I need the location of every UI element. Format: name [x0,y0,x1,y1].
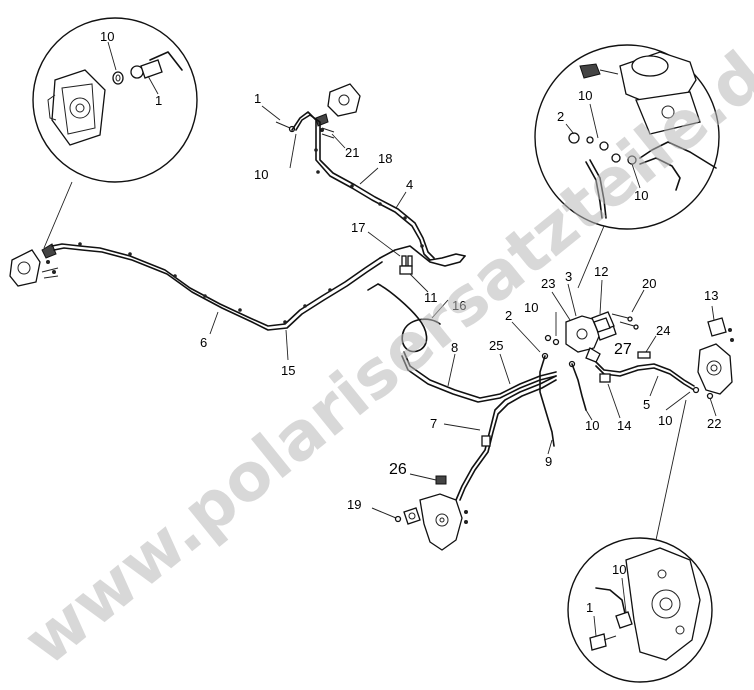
bracket-12 [591,311,615,333]
line-6-clips [78,242,332,324]
callout-2-inset: 2 [557,109,564,124]
brake-line-5 [595,361,695,387]
callout-15: 15 [281,363,295,378]
bolt-20 [611,313,639,330]
callout-1-inset-br: 1 [586,600,593,615]
callout-23: 23 [541,276,555,291]
brake-line-4 [291,111,431,261]
inset-master-cylinder-detail [534,44,720,230]
callout-10-master-cylinder: 10 [524,300,538,315]
callout-10-topleft: 10 [100,29,114,44]
callout-22: 22 [707,416,721,431]
clip-26 [435,475,447,485]
callout-2-mid: 2 [505,308,512,323]
brake-line-6 [51,243,381,327]
brake-line-7 [455,375,557,501]
callout-17: 17 [351,220,365,235]
callout-21: 21 [345,145,359,160]
callout-10-right: 10 [658,413,672,428]
clip-17 [401,255,413,267]
callout-10-inset-a: 10 [578,88,592,103]
callout-12: 12 [594,264,608,279]
brake-line-8 [403,351,557,399]
callout-13: 13 [704,288,718,303]
callout-6: 6 [200,335,207,350]
front-right-caliper [692,317,734,400]
line-4-clips [314,148,424,248]
callout-4: 4 [406,177,413,192]
callout-14: 14 [617,418,631,433]
rear-upper-caliper [315,83,361,132]
bolt-19 [371,507,402,523]
brake-line-9 [539,355,555,447]
inset-front-left-caliper [32,17,198,183]
bolt-21 [321,127,335,139]
callout-26: 26 [389,461,407,478]
clip-11 [399,265,413,275]
brake-hose-16 [367,283,441,353]
callout-24: 24 [656,323,670,338]
bolt-1-upper [275,121,296,133]
callout-8: 8 [451,340,458,355]
callout-19: 19 [347,497,361,512]
callout-7: 7 [430,416,437,431]
callout-11: 11 [424,290,438,305]
callout-1-topleft: 1 [155,93,162,108]
callout-18: 18 [378,151,392,166]
callout-25: 25 [489,338,503,353]
callout-10-inset-br: 10 [612,562,626,577]
callout-16: 16 [452,298,466,313]
inset-front-right-caliper [567,537,713,683]
rear-lower-caliper [403,493,468,551]
callout-3: 3 [565,269,572,284]
callout-10-inset-b: 10 [634,188,648,203]
callout-10-rear: 10 [254,167,268,182]
callout-10-mid: 10 [585,418,599,433]
callout-1-rear: 1 [254,91,261,106]
callout-9: 9 [545,454,552,469]
callout-5: 5 [643,397,650,412]
callout-27: 27 [614,341,632,358]
front-left-caliper [9,243,59,287]
callout-20: 20 [642,276,656,291]
